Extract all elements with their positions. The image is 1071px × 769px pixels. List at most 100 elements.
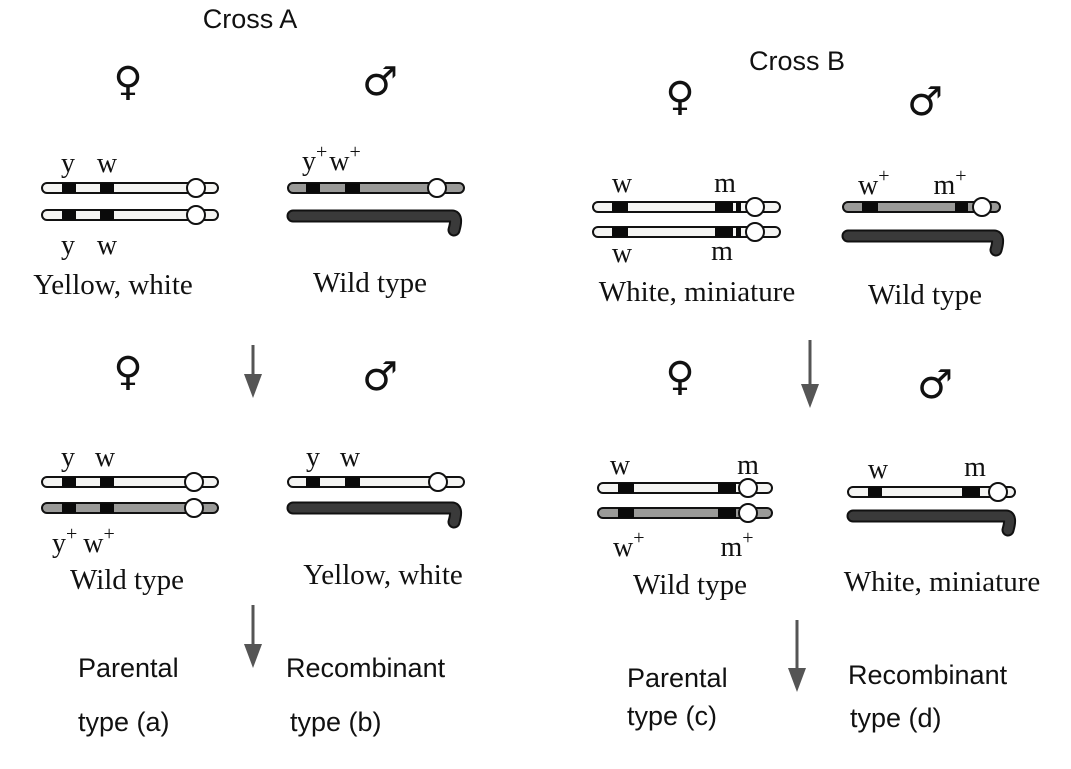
gene-label: y — [61, 442, 75, 473]
gene-band — [736, 227, 741, 237]
gene-label: w — [610, 450, 631, 481]
phenotype-label: Yellow, white — [33, 269, 193, 301]
centromere — [972, 197, 992, 217]
gene-band — [306, 477, 320, 487]
female-symbol: ♀ — [113, 349, 142, 395]
centromere — [745, 197, 765, 217]
result-label: Recombinant — [848, 660, 1008, 690]
centromere — [186, 178, 206, 198]
centromere — [184, 498, 204, 518]
centromere — [428, 472, 448, 492]
arrow-head — [788, 668, 806, 692]
phenotype-label: Wild type — [633, 569, 747, 601]
y-chromosome-fill — [843, 231, 1003, 255]
female-symbol: ♀ — [665, 354, 694, 400]
y-chromosome-fill — [288, 503, 461, 527]
gene-label: y — [61, 148, 75, 179]
gene-band — [962, 487, 980, 497]
centromere — [988, 482, 1008, 502]
centromere — [427, 178, 447, 198]
gene-label: m — [737, 450, 759, 481]
centromere — [186, 205, 206, 225]
result-label: Parental — [627, 663, 728, 693]
gene-label: w+m+ — [613, 527, 754, 563]
result-label: type (d) — [850, 703, 942, 733]
gene-band — [100, 477, 114, 487]
gene-label: m — [964, 452, 986, 483]
female-symbol: ♀ — [113, 59, 142, 105]
gene-band — [718, 508, 736, 518]
arrow-head — [244, 644, 262, 668]
male-symbol: ♂ — [907, 79, 943, 125]
result-label: type (c) — [627, 701, 717, 731]
gene-label: y+w+ — [52, 523, 115, 559]
gene-band — [736, 202, 741, 212]
gene-band — [62, 503, 76, 513]
centromere — [745, 222, 765, 242]
y-chromosome-fill — [848, 511, 1015, 535]
gene-band — [345, 183, 360, 193]
gene-band — [618, 483, 634, 493]
gene-band — [62, 477, 76, 487]
gene-band — [715, 202, 733, 212]
result-label: Parental — [78, 653, 179, 683]
result-label: type (b) — [290, 707, 382, 737]
arrow-head — [244, 374, 262, 398]
gene-band — [862, 202, 878, 212]
gene-label: y — [306, 442, 320, 473]
gene-band — [715, 227, 733, 237]
phenotype-label: Wild type — [313, 267, 427, 299]
x-chromosome — [287, 476, 465, 488]
gene-label: w — [97, 230, 118, 261]
gene-band — [100, 183, 114, 193]
female-symbol: ♀ — [665, 74, 694, 120]
gene-label: w — [868, 454, 889, 485]
gene-label: m — [714, 168, 736, 199]
cross-b-title: Cross B — [749, 46, 845, 76]
cross-a-title: Cross A — [203, 4, 298, 34]
gene-band — [62, 183, 76, 193]
x-chromosome — [41, 476, 219, 488]
x-chromosome — [592, 201, 781, 213]
arrow-head — [801, 384, 819, 408]
phenotype-label: White, miniature — [844, 566, 1041, 598]
x-chromosome — [592, 226, 781, 238]
gene-band — [618, 508, 634, 518]
male-symbol: ♂ — [362, 354, 398, 400]
x-chromosome — [287, 182, 465, 194]
gene-label: y — [61, 230, 75, 261]
centromere — [738, 503, 758, 523]
gene-band — [100, 210, 114, 220]
result-label: Recombinant — [286, 653, 446, 683]
centromere — [184, 472, 204, 492]
gene-band — [612, 227, 628, 237]
phenotype-label: Wild type — [70, 564, 184, 596]
gene-band — [306, 183, 320, 193]
gene-band — [868, 487, 882, 497]
male-symbol: ♂ — [917, 362, 953, 408]
gene-label: w — [340, 442, 361, 473]
gene-label: w — [612, 168, 633, 199]
gene-label: w — [97, 148, 118, 179]
x-chromosome — [41, 209, 219, 221]
gene-label: m — [711, 236, 733, 267]
phenotype-label: Wild type — [868, 279, 982, 311]
result-label: type (a) — [78, 707, 170, 737]
gene-band — [612, 202, 628, 212]
phenotype-label: White, miniature — [599, 276, 796, 308]
gene-label: w — [95, 442, 116, 473]
gene-band — [100, 503, 114, 513]
gene-band — [955, 202, 968, 212]
gene-band — [718, 483, 736, 493]
x-chromosome — [41, 182, 219, 194]
gene-label: w+m+ — [858, 165, 967, 201]
x-chromosome — [41, 502, 219, 514]
gene-label: y+w+ — [302, 141, 361, 177]
gene-label: w — [612, 238, 633, 269]
y-chromosome-fill — [288, 211, 461, 235]
centromere — [738, 478, 758, 498]
gene-band — [62, 210, 76, 220]
phenotype-label: Yellow, white — [303, 559, 463, 591]
